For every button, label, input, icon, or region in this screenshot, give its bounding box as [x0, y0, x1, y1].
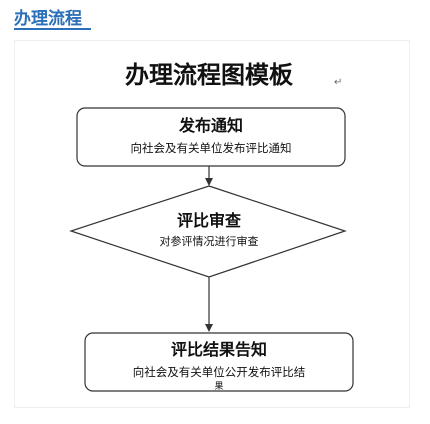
diagram-title: 办理流程图模板: [125, 60, 294, 89]
step-2-desc: 对参评情况进行审查: [160, 234, 259, 248]
flowchart-figure: 办理流程图模板 ↵ 发布通知 向社会及有关单位发布评比通知 评比审查 对参评情况…: [14, 40, 410, 408]
section-title: 办理流程: [14, 9, 82, 29]
step-1-box: [76, 107, 346, 167]
step-2-diamond: [69, 185, 347, 278]
step-1-title: 发布通知: [178, 116, 243, 135]
step-3-desc: 向社会及有关单位公开发布评比结: [133, 365, 306, 379]
step-3-title: 评比结果告知: [171, 340, 267, 359]
paragraph-mark: ↵: [334, 77, 342, 88]
flowchart-svg: 办理流程图模板 ↵ 发布通知 向社会及有关单位发布评比通知 评比审查 对参评情况…: [69, 60, 354, 392]
section-title-underline: [14, 28, 91, 30]
step-2-title: 评比审查: [177, 211, 241, 230]
step-3-desc-overflow: 果: [214, 381, 223, 392]
step-3-box: [84, 332, 354, 392]
step-1-desc: 向社会及有关单位发布评比通知: [131, 141, 292, 155]
